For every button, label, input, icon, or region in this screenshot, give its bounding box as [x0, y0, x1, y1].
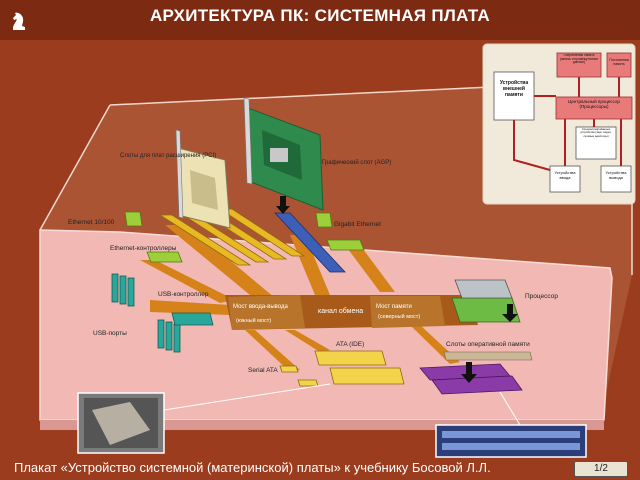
label-pci-slots: Слоты для плат расширения (PCI): [120, 153, 216, 159]
label-serial-ata: Serial ATA: [248, 367, 278, 374]
gigabit-port: [315, 212, 333, 228]
scheme-ext-memory-box: [493, 71, 535, 121]
title-band: [0, 0, 640, 40]
poster-caption: Плакат «Устройство системной (материнско…: [14, 460, 491, 475]
scheme-input-box: [549, 165, 581, 193]
label-usb-ports: USB-порты: [93, 330, 127, 337]
agp-slot: [274, 212, 346, 273]
ata-connector-2: [329, 367, 405, 385]
label-usb-controller: USB-контроллер: [158, 291, 209, 298]
page-title: АРХИТЕКТУРА ПК: СИСТЕМНАЯ ПЛАТА: [149, 6, 491, 25]
ram-arrow: [461, 362, 477, 383]
box-edge-left: [39, 104, 111, 231]
scheme-other-label: Специализированные устройства (звук, вид…: [580, 128, 612, 138]
label-south-bridge-sub: (южный мост): [236, 317, 271, 324]
inset-photo-left-pointer: [163, 383, 331, 411]
scheme-ext-memory-label: Устройства внешней памяти: [499, 80, 529, 98]
scheme-ram-box: [556, 52, 602, 78]
south-bridge-chip: [228, 295, 305, 330]
cpu-arrow: [502, 304, 518, 322]
label-agp-slot: Графический слот (AGP): [322, 159, 391, 166]
page-indicator[interactable]: 1/2: [574, 461, 628, 477]
north-bridge-chip: [370, 296, 445, 328]
scheme-other-box: [575, 126, 617, 160]
pci-card: [175, 129, 231, 229]
usb-controller-chip: [171, 312, 214, 326]
label-cpu: Процессор: [525, 293, 558, 300]
label-north-bridge-sub: (северный мост): [378, 313, 420, 320]
scheme-cpu-label: Центральный процессор (Процессоры): [568, 99, 620, 109]
scheme-input-label: Устройства ввода: [554, 170, 576, 180]
label-ethernet-10-100: Ethernet 10/100: [68, 219, 115, 226]
ethernet-controller-1: [146, 251, 183, 263]
usb-ports-lower: [157, 319, 181, 353]
inset-photo-right-pointer: [499, 391, 521, 426]
architecture-scheme: Оперативная память (запись и промежуточн…: [482, 43, 636, 205]
scheme-rom-box: [606, 52, 632, 78]
scheme-rom-label: Постоянная память: [609, 58, 629, 66]
label-ata: ATA (IDE): [336, 341, 364, 348]
agp-arrow: [276, 196, 290, 214]
label-south-bridge: Мост ввода-вывода: [233, 304, 288, 310]
scheme-links: [513, 77, 622, 171]
bus-lines: [140, 225, 500, 372]
sata-connector-2: [297, 379, 319, 387]
label-gigabit-ethernet: Gigabit Ethernet: [334, 221, 381, 228]
ram-slots: [419, 351, 533, 395]
label-bus: канал обмена: [318, 307, 363, 315]
usb-ports-upper: [111, 273, 135, 307]
inset-photo-right: [435, 424, 587, 458]
scheme-output-label: Устройства вывода: [605, 170, 627, 180]
label-north-bridge: Мост памяти: [376, 304, 412, 310]
scheme-ram-label: Оперативная память (запись и промежуточн…: [559, 54, 599, 65]
ata-connector-1: [314, 350, 387, 366]
label-ram-slots: Слоты оперативной памяти: [446, 340, 530, 348]
cpu-socket: [451, 279, 521, 323]
sata-connector-1: [279, 365, 299, 373]
agp-card: [243, 97, 324, 211]
label-ethernet-controllers: Ethernet-контроллеры: [110, 245, 177, 252]
ethernet-port-10-100: [124, 211, 143, 227]
chess-knight-icon: [13, 12, 25, 30]
ethernet-controller-2: [326, 239, 365, 251]
box-edge-top: [109, 87, 471, 106]
scheme-output-box: [600, 165, 632, 193]
